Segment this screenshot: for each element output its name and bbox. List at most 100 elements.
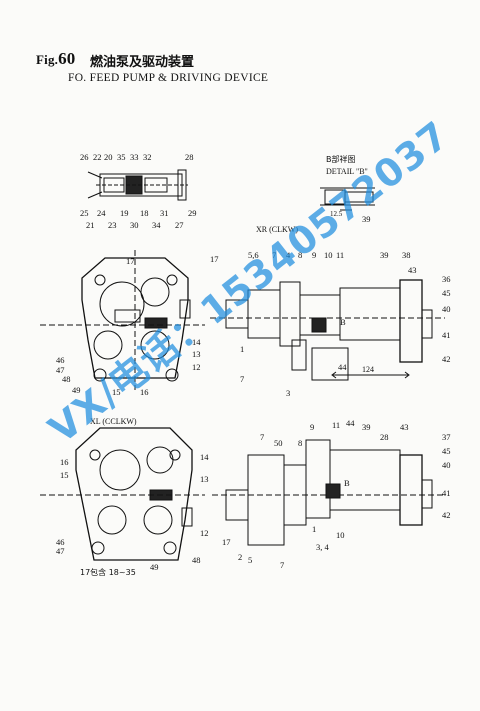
callout-number: 17 [222, 537, 231, 547]
callout-number: 4 [286, 250, 291, 260]
callout-number: 20 [104, 152, 113, 162]
callout-number: 40 [442, 460, 451, 470]
callout-number: 42 [442, 510, 451, 520]
xl-label: XL (CCLKW) [90, 417, 137, 426]
title-english: FO. FEED PUMP & DRIVING DEVICE [68, 72, 269, 84]
callout-number: 43 [408, 265, 417, 275]
callout-number: 27 [175, 220, 184, 230]
callout-number: 40 [442, 304, 451, 314]
callout-number: 2 [238, 552, 242, 562]
callout-number: 8 [298, 438, 302, 448]
callout-number: 11 [336, 250, 344, 260]
callout-number: 18 [140, 208, 149, 218]
xr-label: XR (CLKW) [256, 225, 298, 234]
callout-number: 12 [192, 362, 201, 372]
callout-number: 12 [200, 528, 209, 538]
callout-number: 44 [338, 362, 347, 372]
callout-number: 48 [62, 374, 71, 384]
view-labels: B部祥图 DETAIL "B" 12.5 XR (CLKW) XL (CCLKW… [80, 154, 374, 577]
callout-number: 21 [86, 220, 95, 230]
callout-number: 1 [312, 524, 316, 534]
callout-number: 5 [248, 555, 252, 565]
callout-number: 47 [56, 546, 65, 556]
callout-number: 9 [312, 250, 316, 260]
callout-number: 19 [120, 208, 129, 218]
callout-number: 39 [380, 250, 389, 260]
callout-number: B [344, 478, 350, 488]
callout-numbers: 26 22 20 35 33 32 28 25 24 19 18 31 29 2… [56, 152, 451, 572]
callout-number: 36 [442, 274, 451, 284]
callout-number: 7 [260, 432, 264, 442]
callout-number: 1 [240, 344, 244, 354]
callout-number: 26 [80, 152, 89, 162]
callout-number: 42 [442, 354, 451, 364]
front-view-top [40, 250, 205, 390]
callout-number: 45 [442, 446, 451, 456]
callout-number: 13 [200, 474, 209, 484]
detail-b-title-cn: B部祥图 [326, 154, 356, 164]
callout-number: 17 [210, 254, 219, 264]
callout-number: 25 [80, 208, 89, 218]
callout-number: 13 [192, 349, 201, 359]
callout-number: 44 [346, 418, 355, 428]
detail-b-title-en: DETAIL "B" [326, 167, 368, 176]
callout-number: 34 [152, 220, 161, 230]
callout-number: 49 [72, 385, 81, 395]
callout-number: 11 [332, 420, 340, 430]
callout-number: 41 [442, 330, 451, 340]
callout-number: 46 [56, 355, 65, 365]
callout-number: 50 [274, 438, 283, 448]
callout-number: 28 [380, 432, 389, 442]
front-view-bottom [40, 427, 205, 561]
callout-number: 9 [310, 422, 314, 432]
callout-number: 39 [362, 214, 371, 224]
callout-number: 43 [400, 422, 409, 432]
callout-number: 23 [108, 220, 117, 230]
callout-number: B [340, 317, 346, 327]
callout-number: 15 [60, 470, 69, 480]
dim-124: 124 [362, 365, 374, 374]
callout-number: 8 [298, 250, 302, 260]
callout-number: 22 [93, 152, 102, 162]
callout-number: 35 [117, 152, 126, 162]
detail-b-view [320, 187, 375, 211]
side-view-bottom [212, 439, 445, 546]
includes-note: 17包含 18~35 [80, 567, 136, 577]
callout-number: 10 [324, 250, 333, 260]
callout-number: 48 [192, 555, 201, 565]
callout-number: 49 [150, 562, 159, 572]
callout-number: 7 [272, 250, 276, 260]
callout-number: 28 [185, 152, 194, 162]
callout-number: 14 [200, 452, 209, 462]
callout-number: 47 [56, 365, 65, 375]
pump-section-view [87, 169, 188, 201]
callout-number: 15 [112, 387, 121, 397]
callout-number: 29 [188, 208, 197, 218]
callout-number: 32 [143, 152, 152, 162]
callout-number: 46 [56, 537, 65, 547]
callout-number: 24 [97, 208, 106, 218]
side-view-xr [210, 279, 445, 381]
dim-12-5: 12.5 [330, 210, 343, 218]
callout-number: 41 [442, 488, 451, 498]
title-chinese: 燃油泵及驱动装置 [90, 55, 195, 70]
callout-number: 38 [402, 250, 411, 260]
callout-number: 16 [60, 457, 69, 467]
callout-number: 30 [130, 220, 139, 230]
callout-number: 45 [442, 288, 451, 298]
callout-number: 16 [140, 387, 149, 397]
callout-number: 3 [286, 388, 290, 398]
callout-number: 39 [362, 422, 371, 432]
figure-number: Fig.60 [36, 49, 76, 68]
callout-number: 7 [240, 374, 244, 384]
callout-number: 33 [130, 152, 139, 162]
callout-number: 10 [336, 530, 345, 540]
callout-number: 37 [442, 432, 451, 442]
callout-number: 3, 4 [316, 542, 330, 552]
callout-number: 17 [126, 256, 135, 266]
callout-number: 31 [160, 208, 169, 218]
callout-number: 14 [192, 337, 201, 347]
callout-number: 5,6 [248, 250, 259, 260]
